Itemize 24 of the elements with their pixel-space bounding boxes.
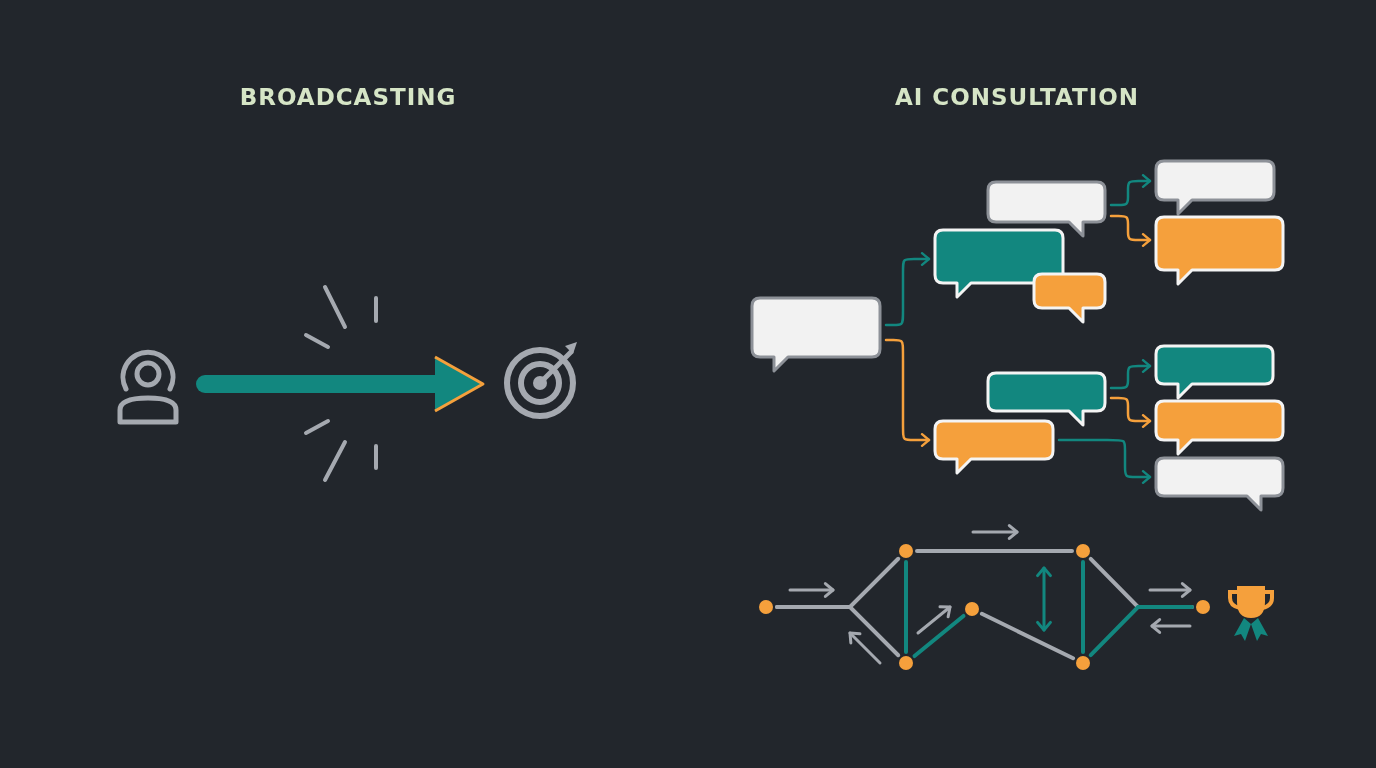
arrow [1057, 438, 1152, 484]
connector-line [775, 605, 901, 658]
junction-dot [759, 600, 773, 614]
connector-line [979, 611, 1076, 661]
section-heading: AI CONSULTATION [894, 84, 1140, 110]
arrow [1109, 359, 1152, 390]
junction-dot [899, 544, 913, 558]
arrow [1109, 174, 1152, 207]
connector-line [915, 549, 1074, 553]
junction-dot [899, 656, 913, 670]
connector-line [904, 560, 908, 654]
arrow [1109, 214, 1152, 247]
section-heading: BROADCASTING [239, 84, 457, 110]
junction-dot [1196, 600, 1210, 614]
arrow [884, 338, 931, 447]
connector-line [1081, 560, 1085, 654]
thick-arrow [196, 355, 485, 413]
junction-dot [1076, 544, 1090, 558]
arrow [884, 252, 931, 327]
connector-line [1088, 605, 1194, 658]
connector-line [912, 613, 966, 659]
arrow [1109, 396, 1152, 428]
junction-dot [965, 602, 979, 616]
junction-dot [1076, 656, 1090, 670]
